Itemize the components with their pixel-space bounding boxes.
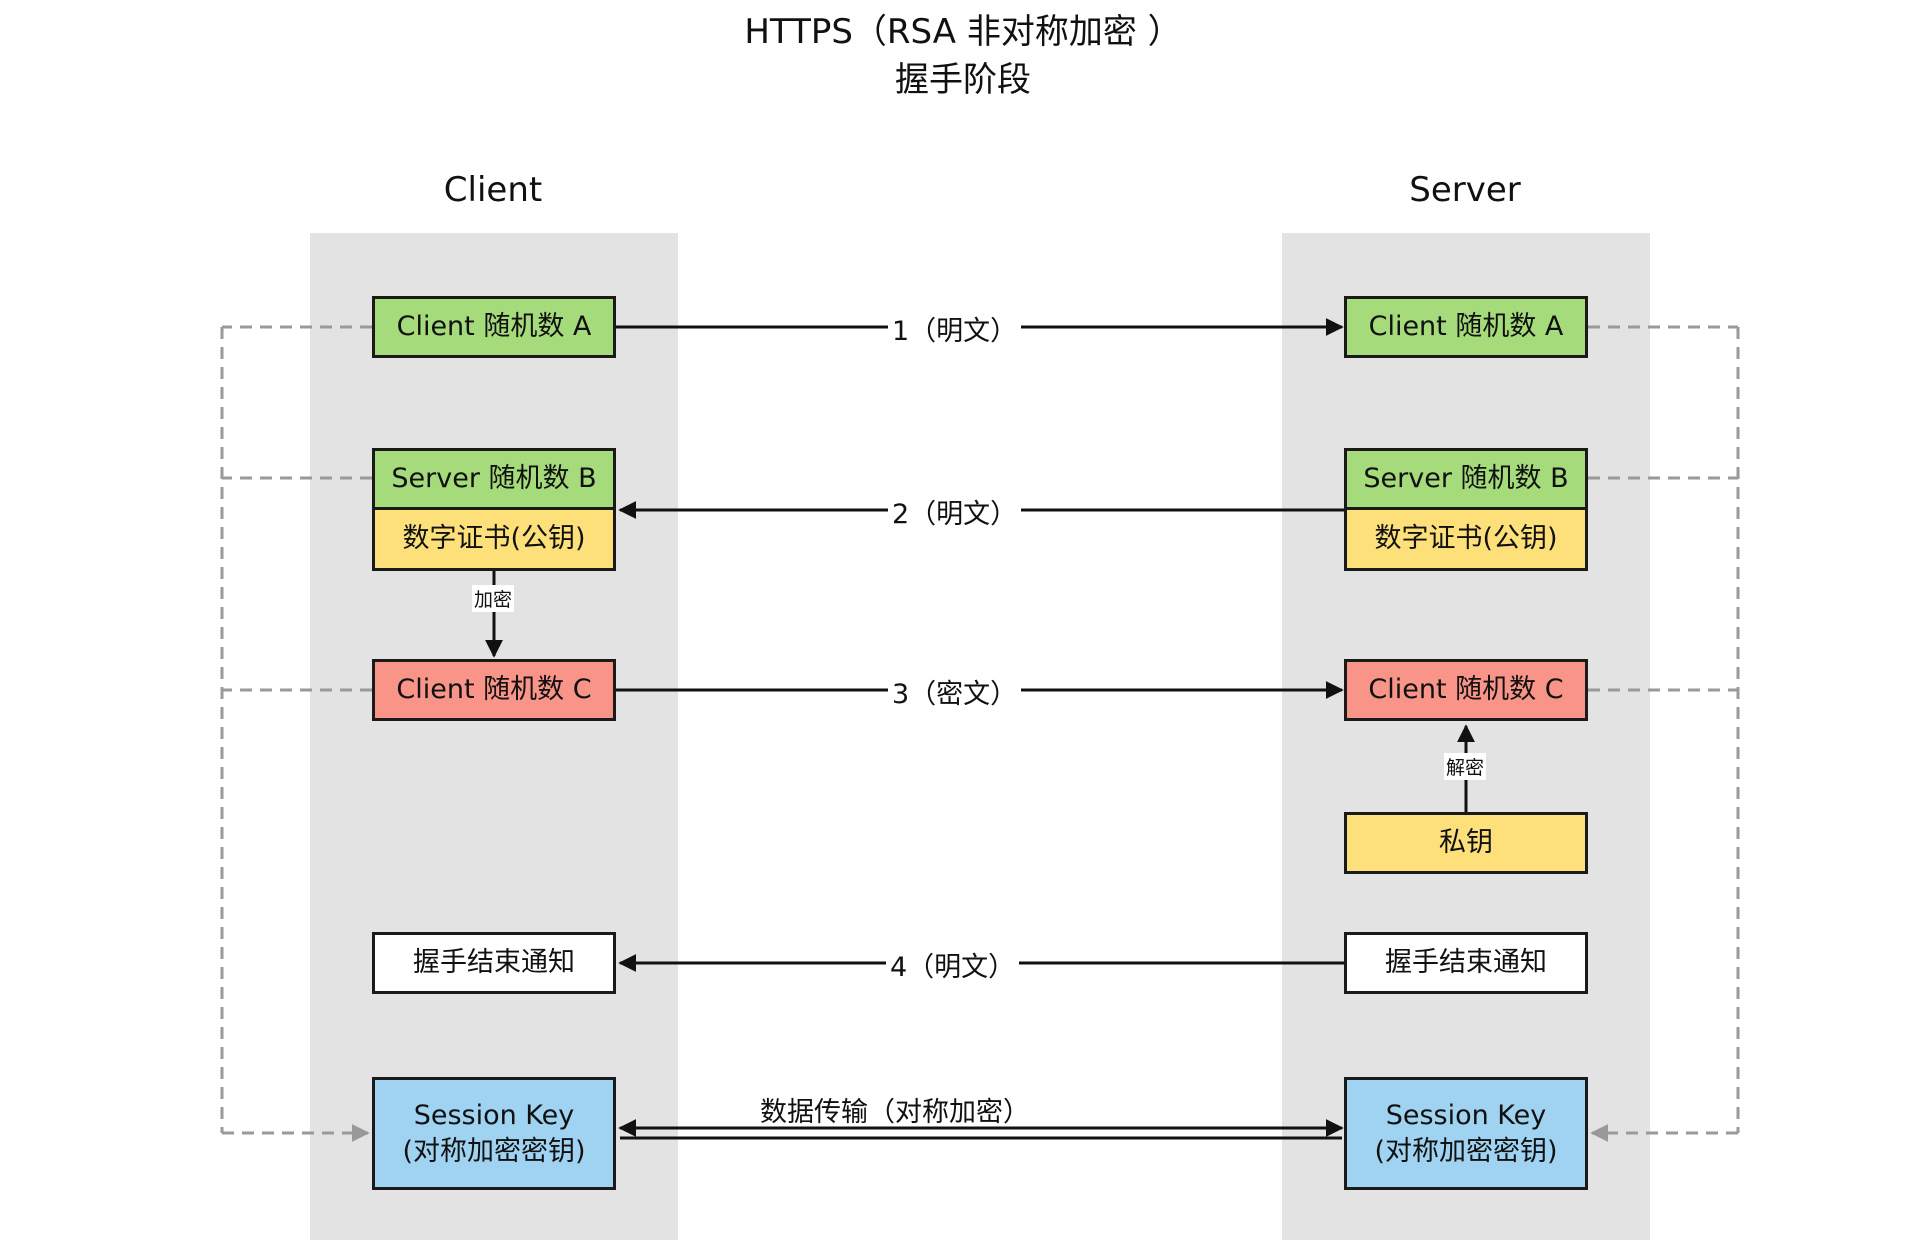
client-random-a: Client 随机数 A: [372, 296, 616, 358]
encrypt-label: 加密: [472, 585, 515, 612]
server-random-c: Client 随机数 C: [1344, 659, 1588, 721]
client-handshake-end: 握手结束通知: [372, 932, 616, 994]
server-session-key: Session Key (对称加密密钥): [1344, 1077, 1588, 1190]
client-random-b: Server 随机数 B: [372, 448, 616, 510]
server-random-b: Server 随机数 B: [1344, 448, 1588, 510]
step3-label: 3（密文）: [888, 672, 1022, 711]
server-random-a: Client 随机数 A: [1344, 296, 1588, 358]
data-transfer-label: 数据传输（对称加密）: [760, 1097, 1030, 1128]
server-handshake-end: 握手结束通知: [1344, 932, 1588, 994]
server-dashed-bracket: [1588, 325, 1740, 1142]
decrypt-label: 解密: [1444, 753, 1487, 780]
diagram-subtitle: 握手阶段: [895, 60, 1031, 100]
step4-label: 4（明文）: [886, 945, 1020, 984]
step1-label: 1（明文）: [888, 309, 1022, 348]
client-random-c: Client 随机数 C: [372, 659, 616, 721]
client-column-label: Client: [443, 170, 543, 210]
diagram-title: HTTPS（RSA 非对称加密 ）: [744, 12, 1182, 52]
server-column-label: Server: [1409, 170, 1521, 210]
client-lane: [310, 233, 678, 1240]
step2-label: 2（明文）: [888, 492, 1022, 531]
server-certificate: 数字证书(公钥): [1344, 507, 1588, 571]
client-certificate: 数字证书(公钥): [372, 507, 616, 571]
client-session-key: Session Key (对称加密密钥): [372, 1077, 616, 1190]
server-private-key: 私钥: [1344, 812, 1588, 874]
client-dashed-bracket: [220, 325, 372, 1142]
